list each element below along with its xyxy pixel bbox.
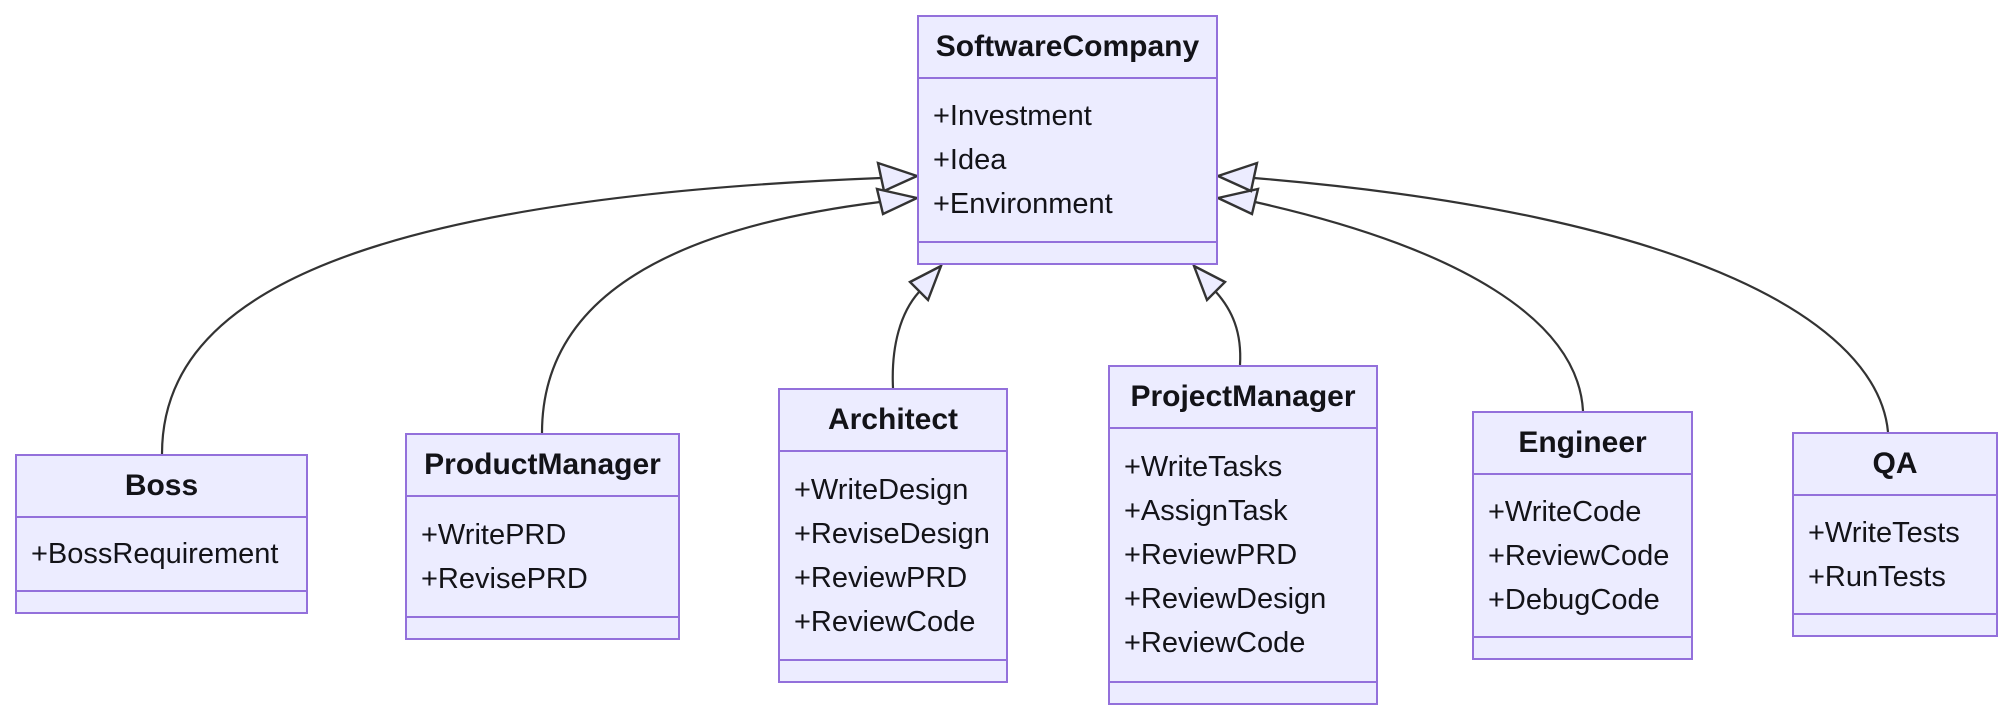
inheritance-arrowhead-projectmanager bbox=[1191, 263, 1228, 303]
class-attributes-architect: +WriteDesign +ReviseDesign +ReviewPRD +R… bbox=[780, 452, 1006, 659]
class-attribute: +Investment bbox=[933, 100, 1092, 132]
class-box-architect: Architect +WriteDesign +ReviseDesign +Re… bbox=[778, 388, 1008, 683]
class-methods-empty bbox=[17, 590, 306, 612]
class-title-boss: Boss bbox=[17, 456, 306, 518]
class-attribute: +Environment bbox=[933, 188, 1113, 220]
edge-qa-to-softwarecompany bbox=[1253, 176, 1890, 433]
edge-boss-to-softwarecompany bbox=[160, 176, 882, 455]
class-attribute: +BossRequirement bbox=[31, 538, 279, 570]
class-box-engineer: Engineer +WriteCode +ReviewCode +DebugCo… bbox=[1472, 411, 1693, 660]
class-title-architect: Architect bbox=[780, 390, 1006, 452]
class-box-projectmanager: ProjectManager +WriteTasks +AssignTask +… bbox=[1108, 365, 1378, 705]
edge-productmanager-to-softwarecompany bbox=[540, 200, 881, 434]
class-box-boss: Boss +BossRequirement bbox=[15, 454, 308, 614]
class-title-projectmanager: ProjectManager bbox=[1110, 367, 1376, 429]
class-attribute: +Idea bbox=[933, 144, 1007, 176]
inheritance-arrowhead-boss bbox=[876, 161, 921, 193]
inheritance-arrowhead-productmanager bbox=[875, 187, 921, 216]
class-attribute: +RevisePRD bbox=[421, 562, 588, 595]
class-attribute: +ReviewCode bbox=[1488, 539, 1670, 572]
class-methods-empty bbox=[1794, 613, 1996, 635]
class-attribute: +ReviewCode bbox=[1124, 627, 1306, 659]
class-attribute: +ReviewPRD bbox=[1124, 539, 1298, 571]
class-title-qa: QA bbox=[1794, 434, 1996, 496]
class-attribute: +ReviewPRD bbox=[794, 561, 968, 594]
class-methods-empty bbox=[407, 616, 678, 638]
class-box-softwarecompany: SoftwareCompany +Investment +Idea +Envir… bbox=[917, 15, 1218, 265]
class-attributes-projectmanager: +WriteTasks +AssignTask +ReviewPRD +Revi… bbox=[1110, 429, 1376, 681]
class-attributes-softwarecompany: +Investment +Idea +Environment bbox=[919, 79, 1216, 241]
class-attributes-engineer: +WriteCode +ReviewCode +DebugCode bbox=[1474, 475, 1691, 636]
edge-engineer-to-softwarecompany bbox=[1254, 200, 1585, 412]
inheritance-arrowhead-qa bbox=[1214, 161, 1259, 193]
class-attribute: +WriteTests bbox=[1808, 516, 1960, 549]
class-methods-empty bbox=[1474, 636, 1691, 658]
class-attribute: +ReviewCode bbox=[794, 605, 976, 638]
class-box-productmanager: ProductManager +WritePRD +RevisePRD bbox=[405, 433, 680, 640]
class-attributes-qa: +WriteTests +RunTests bbox=[1794, 496, 1996, 613]
class-methods-empty bbox=[780, 659, 1006, 681]
class-attribute: +WriteDesign bbox=[794, 473, 969, 506]
class-attributes-productmanager: +WritePRD +RevisePRD bbox=[407, 497, 678, 616]
edge-architect-to-softwarecompany bbox=[891, 291, 920, 389]
class-attribute: +WriteTasks bbox=[1124, 451, 1283, 483]
class-attribute: +WritePRD bbox=[421, 518, 567, 551]
class-attribute: +WriteCode bbox=[1488, 495, 1642, 528]
inheritance-arrowhead-engineer bbox=[1214, 187, 1260, 216]
class-title-engineer: Engineer bbox=[1474, 413, 1691, 475]
class-title-productmanager: ProductManager bbox=[407, 435, 678, 497]
class-attribute: +DebugCode bbox=[1488, 583, 1660, 616]
class-title-softwarecompany: SoftwareCompany bbox=[919, 17, 1216, 79]
class-attributes-boss: +BossRequirement bbox=[17, 518, 306, 590]
class-attribute: +ReviseDesign bbox=[794, 517, 990, 550]
inheritance-arrowhead-architect bbox=[907, 263, 944, 303]
class-attribute: +AssignTask bbox=[1124, 495, 1288, 527]
class-box-qa: QA +WriteTests +RunTests bbox=[1792, 432, 1998, 637]
class-methods-empty bbox=[919, 241, 1216, 263]
class-attribute: +RunTests bbox=[1808, 560, 1946, 593]
class-methods-empty bbox=[1110, 681, 1376, 703]
edge-projectmanager-to-softwarecompany bbox=[1215, 291, 1242, 366]
class-attribute: +ReviewDesign bbox=[1124, 583, 1327, 615]
